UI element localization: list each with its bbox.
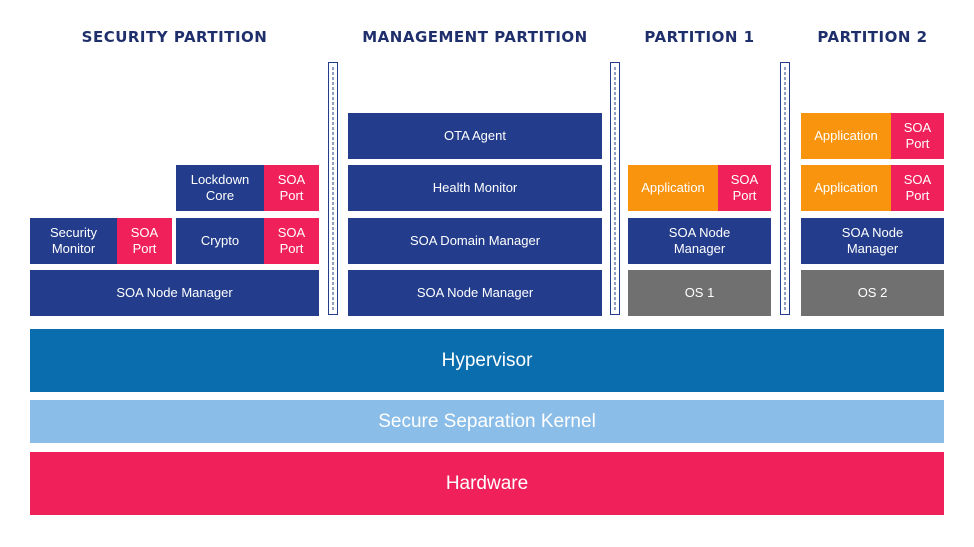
partition2-application-mid-soa-port: SOA Port: [891, 165, 944, 211]
partition2-soa-node-manager: SOA Node Manager: [801, 218, 944, 264]
partition-divider-3: [780, 62, 790, 315]
crypto-box: Crypto: [176, 218, 264, 264]
crypto-soa-port: SOA Port: [264, 218, 319, 264]
health-monitor-box: Health Monitor: [348, 165, 602, 211]
management-soa-node-manager: SOA Node Manager: [348, 270, 602, 316]
partition2-application-top-soa-port: SOA Port: [891, 113, 944, 159]
partition1-os-box: OS 1: [628, 270, 771, 316]
lockdown-core-soa-port: SOA Port: [264, 165, 319, 211]
partition2-os-box: OS 2: [801, 270, 944, 316]
partition1-application-box: Application: [628, 165, 718, 211]
ota-agent-box: OTA Agent: [348, 113, 602, 159]
hardware-layer: Hardware: [30, 452, 944, 515]
partition2-application-mid-box: Application: [801, 165, 891, 211]
hypervisor-layer: Hypervisor: [30, 329, 944, 392]
partition-divider-1: [328, 62, 338, 315]
security-partition-header: SECURITY PARTITION: [81, 28, 268, 46]
security-monitor-box: Security Monitor: [30, 218, 117, 264]
partition2-application-top-box: Application: [801, 113, 891, 159]
partition-2-header: PARTITION 2: [817, 28, 928, 46]
secure-separation-kernel-layer: Secure Separation Kernel: [30, 400, 944, 443]
soa-domain-manager-box: SOA Domain Manager: [348, 218, 602, 264]
partition-1-header: PARTITION 1: [644, 28, 755, 46]
lockdown-core-box: Lockdown Core: [176, 165, 264, 211]
security-soa-node-manager: SOA Node Manager: [30, 270, 319, 316]
partition1-soa-node-manager: SOA Node Manager: [628, 218, 771, 264]
security-monitor-soa-port: SOA Port: [117, 218, 172, 264]
partition1-application-soa-port: SOA Port: [718, 165, 771, 211]
partition-divider-2: [610, 62, 620, 315]
management-partition-header: MANAGEMENT PARTITION: [362, 28, 588, 46]
